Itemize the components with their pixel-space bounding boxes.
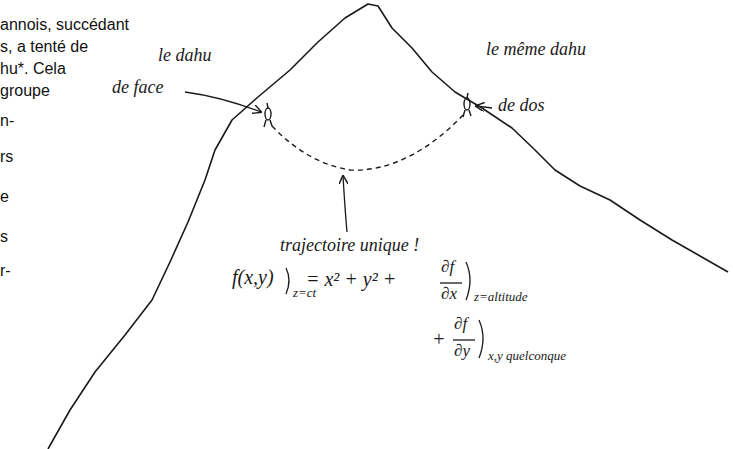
- leader-arrow: [343, 176, 347, 232]
- dahu-back: [463, 93, 471, 117]
- trajectory: [272, 115, 463, 170]
- body-text-fragment: e: [0, 188, 9, 206]
- callout-label: trajectoire unique !: [280, 236, 419, 256]
- formula-term: +: [432, 328, 446, 350]
- fraction-bar: [440, 282, 462, 283]
- body-text-fragment: n-: [0, 112, 14, 130]
- callout-label: le même dahu: [486, 40, 586, 60]
- formula-subscript: z=altitude: [474, 290, 528, 304]
- callout-label: de dos: [498, 96, 545, 116]
- dahu-front: [264, 103, 272, 127]
- formula-term: ∂x: [441, 285, 457, 304]
- body-text-fragment: rs: [0, 148, 13, 166]
- body-text-fragment: s, a tenté de: [0, 38, 88, 56]
- body-text-fragment: hu*. Cela: [0, 60, 66, 78]
- formula-term: ∂f: [441, 258, 454, 277]
- formula-term: = x² + y² +: [306, 268, 396, 290]
- body-text-fragment: s: [0, 228, 8, 246]
- leader-arrow: [476, 106, 492, 108]
- formula-term: ∂f: [454, 315, 467, 334]
- callout-label: le dahu: [158, 46, 212, 66]
- body-text-fragment: r-: [0, 262, 11, 280]
- leader-arrow: [185, 92, 261, 112]
- mountain-outline: [48, 4, 728, 449]
- body-text-fragment: groupe: [0, 82, 50, 100]
- body-text-fragment: annois, succédant: [0, 16, 129, 34]
- formula-term: f(x,y): [232, 266, 274, 288]
- bracket: [479, 320, 483, 358]
- callout-label: de face: [112, 78, 163, 98]
- bracket: [466, 262, 470, 300]
- formula-term: ∂y: [454, 342, 470, 361]
- formula-subscript: x,y quelconque: [488, 349, 566, 363]
- fraction-bar: [453, 339, 475, 340]
- bracket: [286, 268, 289, 294]
